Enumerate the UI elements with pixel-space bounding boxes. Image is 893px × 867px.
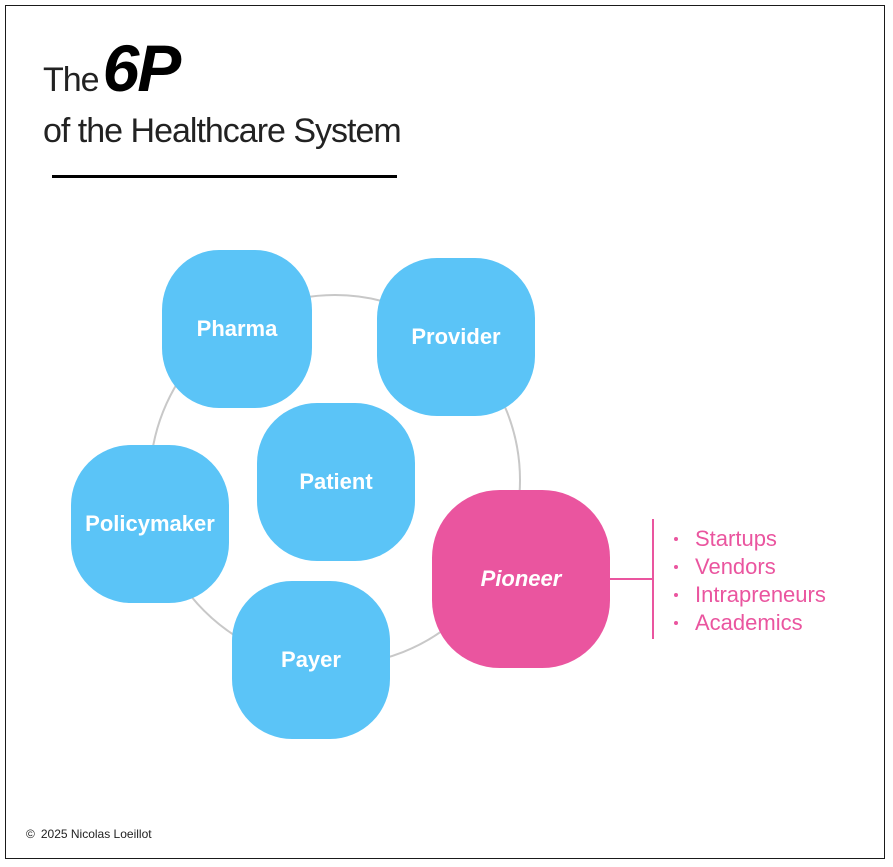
pioneer-subtype-label: Academics: [695, 610, 803, 635]
pioneer-subtype-label: Intrapreneurs: [695, 582, 826, 607]
node-provider-label: Provider: [411, 324, 501, 349]
pioneer-bracket: [652, 519, 654, 639]
pioneer-subtype-item: Vendors: [672, 553, 826, 581]
pioneer-connector-line: [608, 578, 654, 580]
poster-frame: [5, 5, 885, 859]
bullet-dot: [674, 565, 678, 569]
title-main: 6P: [102, 31, 182, 105]
node-pioneer-label: Pioneer: [480, 566, 562, 591]
copyright-icon: ©: [26, 827, 35, 841]
pioneer-subtype-label: Startups: [695, 526, 777, 551]
bullet-dot: [674, 593, 678, 597]
node-policymaker: Policymaker: [71, 445, 229, 603]
pioneer-subtype-item: Startups: [672, 525, 826, 553]
title-subtitle: of the Healthcare System: [43, 112, 402, 150]
title-prefix: The: [43, 61, 100, 99]
title-heading: The6P: [43, 30, 182, 105]
bullet-dot: [674, 621, 678, 625]
node-payer: Payer: [232, 581, 390, 739]
copyright-text: 2025 Nicolas Loeillot: [40, 827, 152, 841]
pioneer-subtype-item: Intrapreneurs: [672, 581, 826, 609]
node-pioneer: Pioneer: [432, 490, 610, 668]
node-policymaker-label: Policymaker: [85, 511, 215, 536]
node-patient: Patient: [257, 403, 415, 561]
pioneer-subtype-list: Startups Vendors Intrapreneurs Academics: [672, 525, 826, 637]
pioneer-subtype-label: Vendors: [695, 554, 776, 579]
pioneer-subtype-item: Academics: [672, 609, 826, 637]
node-provider: Provider: [377, 258, 535, 416]
node-pharma-label: Pharma: [196, 316, 278, 341]
node-pharma: Pharma: [162, 250, 312, 408]
node-patient-label: Patient: [299, 469, 373, 494]
copyright-footer: © 2025 Nicolas Loeillot: [26, 827, 152, 841]
bullet-dot: [674, 537, 678, 541]
node-payer-label: Payer: [281, 647, 341, 672]
title-underline: [52, 175, 397, 178]
